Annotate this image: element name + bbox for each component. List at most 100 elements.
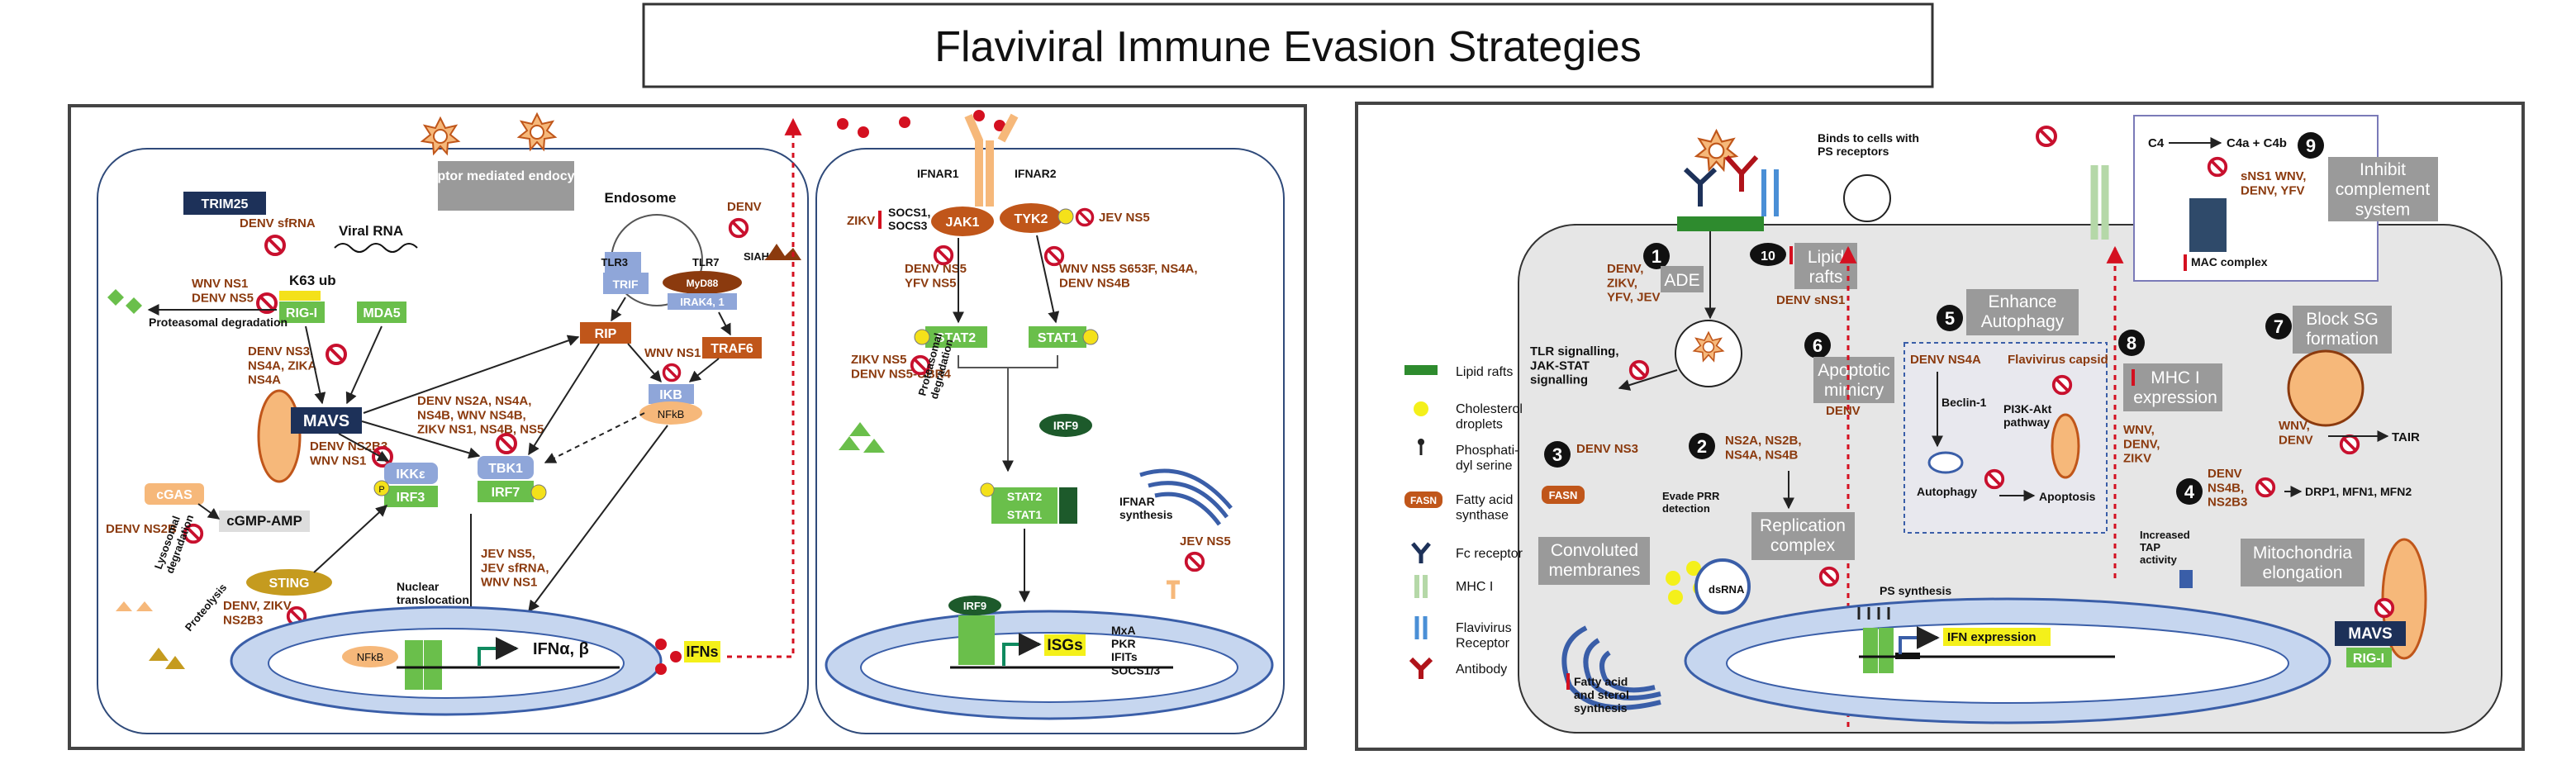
- step-number-4: [2176, 478, 2203, 505]
- viral-rna-strand: [334, 243, 418, 253]
- mhc-box: [2123, 363, 2222, 411]
- arrow: [718, 311, 731, 336]
- legend-item: Lipid rafts: [1404, 365, 1513, 379]
- irf9-nucleus-label: IRF9: [963, 600, 986, 612]
- legend-item: Antibody: [1409, 657, 1507, 679]
- convoluted-box: [1538, 537, 1650, 585]
- stat1-label: STAT1: [1038, 331, 1077, 345]
- legend-label: Phosphati-dyl serine: [1456, 444, 1519, 472]
- tyk2-oval: [1000, 203, 1062, 233]
- irak-label: IRAK4, 1: [680, 296, 724, 308]
- tair-label: TAIR: [2392, 430, 2420, 444]
- mac-complex-icon: [2189, 198, 2227, 252]
- step-number-3-label: 3: [1552, 444, 1562, 465]
- irf7-label: IRF7: [492, 486, 520, 500]
- irak-box: [668, 293, 737, 310]
- irf9-nucleus-oval: [948, 596, 1001, 615]
- stat1-box: [1029, 326, 1086, 348]
- inhibition-icon: [1818, 566, 1840, 587]
- ifn-dot: [973, 110, 985, 121]
- nfkb-nucleus-oval: [342, 646, 398, 667]
- stat2-complex-box: [991, 487, 1057, 506]
- degradation-triangles-icon: [863, 439, 885, 453]
- mda5-label: MDA5: [363, 306, 400, 321]
- jev-ns5-b-label: JEV NS5: [1099, 211, 1150, 225]
- stat2-label: STAT2: [936, 331, 976, 345]
- legend-swatch-icon: [1411, 542, 1431, 563]
- ade-label: ADE: [1664, 271, 1699, 290]
- ifn-expression-highlight: [1943, 628, 2051, 646]
- degradation-triangles-icon: [116, 601, 132, 611]
- cgas-box: [145, 483, 204, 505]
- transcription-arrow: [1899, 626, 1940, 654]
- ifnar-receptor: [964, 113, 1019, 207]
- fasn-badge: [1542, 486, 1585, 504]
- arrow: [688, 358, 720, 382]
- nfkb-oval: [639, 401, 702, 425]
- ifnar2-label: IFNAR2: [1015, 167, 1057, 180]
- inhibition-icon: [2051, 374, 2073, 396]
- irf9-label: IRF9: [1053, 419, 1079, 432]
- trif-label: TRIF: [612, 278, 639, 291]
- phosphate-badge-icon: [1057, 208, 1074, 225]
- stat1-complex-label: STAT1: [1007, 508, 1042, 521]
- tyk2-label: TYK2: [1015, 212, 1048, 226]
- degradation-diamonds-icon: [126, 297, 142, 314]
- ifn-dot: [899, 116, 910, 128]
- viral-rna-label: Viral RNA: [339, 223, 403, 239]
- legend-swatch-icon: [1404, 365, 1438, 375]
- left-cell-membrane: [97, 148, 809, 734]
- inhibition-icon: [2207, 156, 2228, 178]
- receptor-endocytosis-label: Receptor mediated endocytosis: [406, 169, 606, 183]
- degradation-diamonds-icon: [107, 289, 124, 306]
- step-number-2: [1689, 433, 1715, 459]
- mavs-right-label: MAVS: [2348, 625, 2392, 643]
- page-title: Flaviviral Immune Evasion Strategies: [934, 23, 1641, 71]
- ifns-label: IFNs: [686, 643, 718, 660]
- tap-icon: [2179, 570, 2193, 588]
- phosphate-badge-icon: [914, 329, 930, 345]
- tlr7-label: TLR7: [692, 256, 720, 268]
- lipid-raft: [1677, 216, 1764, 231]
- mavs-label: MAVS: [303, 412, 349, 430]
- inhibition-icon: [2339, 434, 2360, 455]
- denv-sns1-label: DENV sNS1: [1776, 293, 1845, 307]
- cgas-label: cGAS: [156, 488, 192, 502]
- mavs-right-box: [2335, 621, 2406, 646]
- ikke-box: [384, 463, 438, 484]
- step-number-4-label: 4: [2184, 482, 2195, 502]
- irf9-oval: [1039, 414, 1092, 437]
- cholesterol-droplet: [1686, 561, 1701, 576]
- degradation-triangles-icon: [165, 656, 185, 669]
- ifnar-synthesized-icon: [1167, 580, 1180, 599]
- traf6-label: TRAF6: [711, 342, 753, 356]
- degradation-triangles-icon: [849, 422, 871, 436]
- irf3-nucleus-box: [405, 640, 423, 690]
- wnv-ns1-rip-label: WNV NS1: [644, 346, 701, 360]
- denv-ns2b-label: DENV NS2B: [106, 522, 177, 536]
- step-number-2-label: 2: [1697, 436, 1707, 457]
- increase-bar: [1566, 673, 1570, 690]
- arrow: [345, 325, 383, 405]
- legend-swatch-icon: [1414, 616, 1428, 639]
- tbk1-label: TBK1: [488, 462, 523, 476]
- proteasomal-degradation-label: Proteasomal degradation: [149, 316, 288, 329]
- stat2-box: [925, 326, 987, 348]
- inhibition-icon: [2255, 477, 2276, 498]
- flavivirus-capsid-label: Flavivirus capsid: [2008, 353, 2108, 367]
- degradation-triangles-icon: [136, 601, 153, 611]
